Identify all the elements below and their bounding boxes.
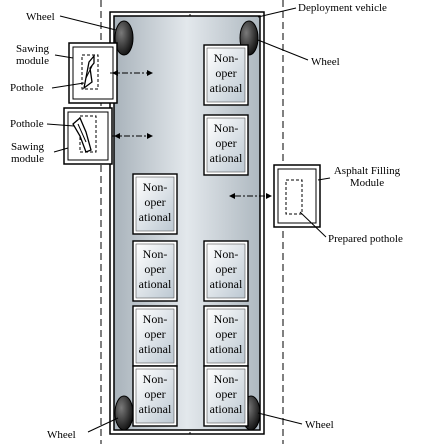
label-prepared-pothole: Prepared pothole [328, 233, 403, 245]
arrow-mid [112, 133, 153, 139]
label-pothole-mid: Pothole [10, 118, 44, 130]
wheel-top-left [114, 20, 134, 56]
label-deployment-vehicle: Deployment vehicle [298, 2, 387, 14]
vehicle-body-outer [109, 11, 265, 435]
label-pothole-top: Pothole [10, 82, 44, 94]
label-wheel-top-left: Wheel [26, 11, 55, 23]
sawing-module-mid [63, 107, 113, 165]
arrow-right [229, 193, 272, 199]
saw-blade-mid [72, 116, 92, 153]
arrow-top [110, 70, 153, 76]
sawing-module-top [68, 42, 118, 104]
prepared-pothole-outline [285, 179, 303, 215]
leader-lines [46, 7, 331, 433]
label-wheel-bottom-right: Wheel [305, 419, 334, 431]
label-wheel-top-right: Wheel [311, 56, 340, 68]
asphalt-filling-module [273, 164, 321, 228]
wheel-bottom-left [114, 395, 134, 431]
label-wheel-bottom-left: Wheel [47, 429, 76, 441]
pothole-top-outline [81, 54, 99, 90]
